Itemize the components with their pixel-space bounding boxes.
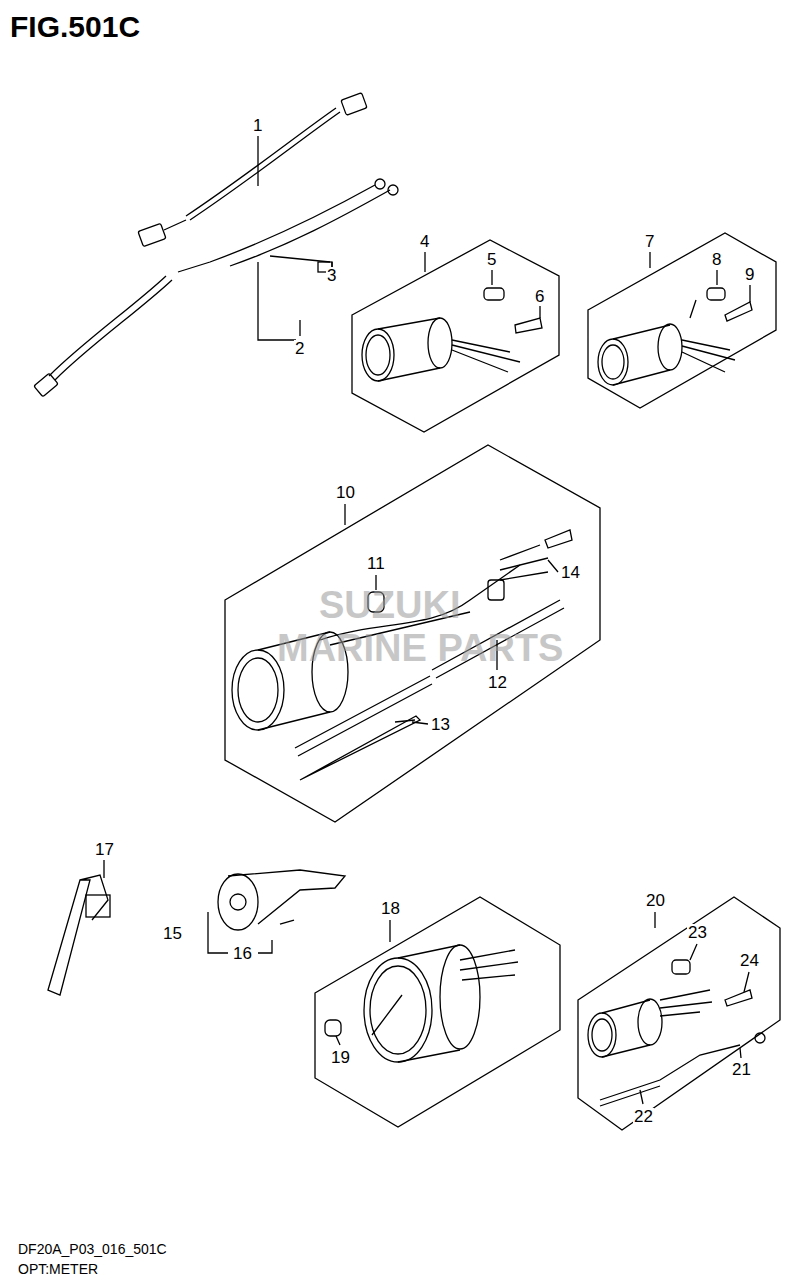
figure-caption: OPT:METER [18,1262,98,1276]
watermark: SUZUKI [319,586,460,624]
callout-number: 3 [326,267,337,284]
callout-number: 15 [162,925,183,942]
callout-number: 14 [560,564,581,581]
callout-number: 17 [94,841,115,858]
callout-number: 21 [731,1061,752,1078]
callout-number: 7 [644,233,655,250]
callout-number: 10 [335,484,356,501]
callout-number: 5 [486,251,497,268]
callout-number: 20 [645,892,666,909]
callout-number: 6 [534,288,545,305]
figure-title: FIG.501C [10,12,140,42]
callout-number: 16 [232,945,253,962]
callout-number: 19 [330,1049,351,1066]
callout-number: 23 [687,924,708,941]
callout-number: 24 [739,952,760,969]
callout-number: 12 [487,674,508,691]
callout-number: 9 [744,266,755,283]
callout-number: 18 [380,900,401,917]
watermark: MARINE PARTS [277,629,563,667]
callout-number: 8 [711,251,722,268]
callout-number: 4 [419,233,430,250]
callout-number: 13 [430,716,451,733]
callout-number: 2 [294,340,305,357]
figure-caption: DF20A_P03_016_501C [18,1242,167,1256]
callout-number: 22 [633,1108,654,1125]
callout-number: 11 [366,555,386,572]
callout-number: 1 [252,117,263,134]
